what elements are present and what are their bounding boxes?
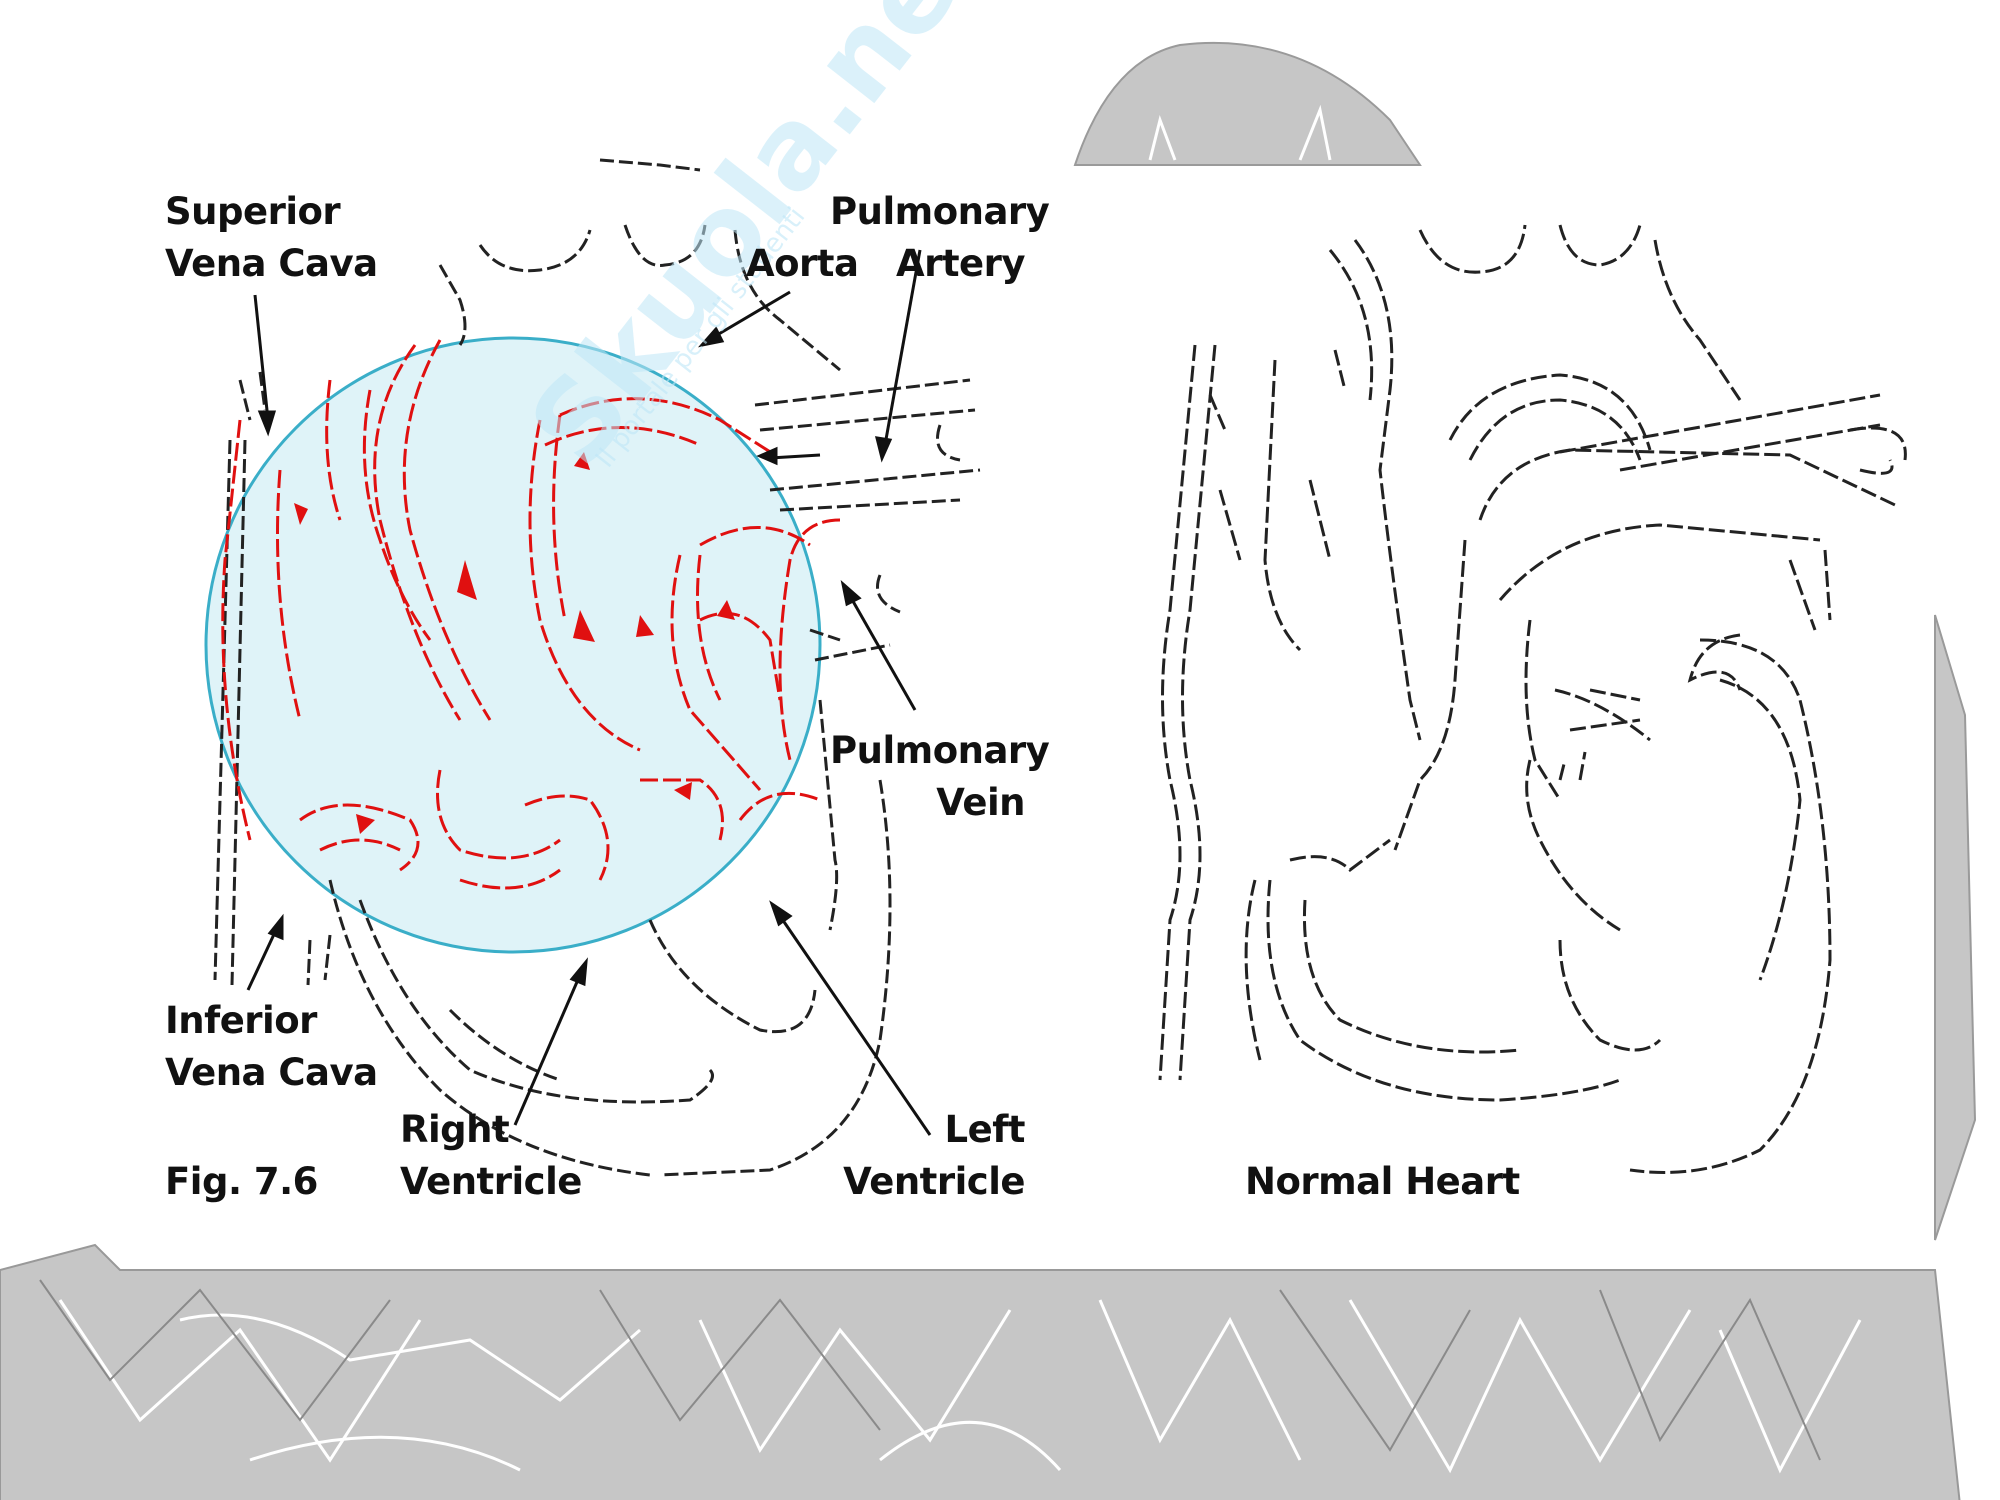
label-right-ventricle: Right Ventricle: [400, 1108, 582, 1203]
normal-heart-outline: [1158, 224, 1907, 1174]
label-normal-heart: Normal Heart: [1245, 1160, 1520, 1203]
label-left-ventricle: Left Ventricle: [843, 1108, 1025, 1203]
pointer-arrows: [246, 249, 932, 1136]
red-heart-lines: [221, 339, 841, 890]
gray-bottom-band: [0, 1243, 1961, 1500]
label-inferior-vena-cava: Inferior Vena Cava: [165, 999, 378, 1094]
left-heart-outline: [213, 158, 981, 1177]
label-pulmonary-artery: Pulmonary Artery: [830, 190, 1050, 285]
label-aorta: Aorta: [746, 242, 859, 285]
gray-right-edge: [1934, 614, 1977, 1241]
red-flow-arrows: [294, 452, 735, 834]
figure-number: Fig. 7.6: [165, 1160, 318, 1203]
label-pulmonary-vein: Pulmonary Vein: [830, 729, 1050, 824]
highlight-circle: [204, 336, 822, 954]
gray-top-shape: [1073, 41, 1422, 166]
label-superior-vena-cava: Superior Vena Cava: [165, 190, 378, 285]
